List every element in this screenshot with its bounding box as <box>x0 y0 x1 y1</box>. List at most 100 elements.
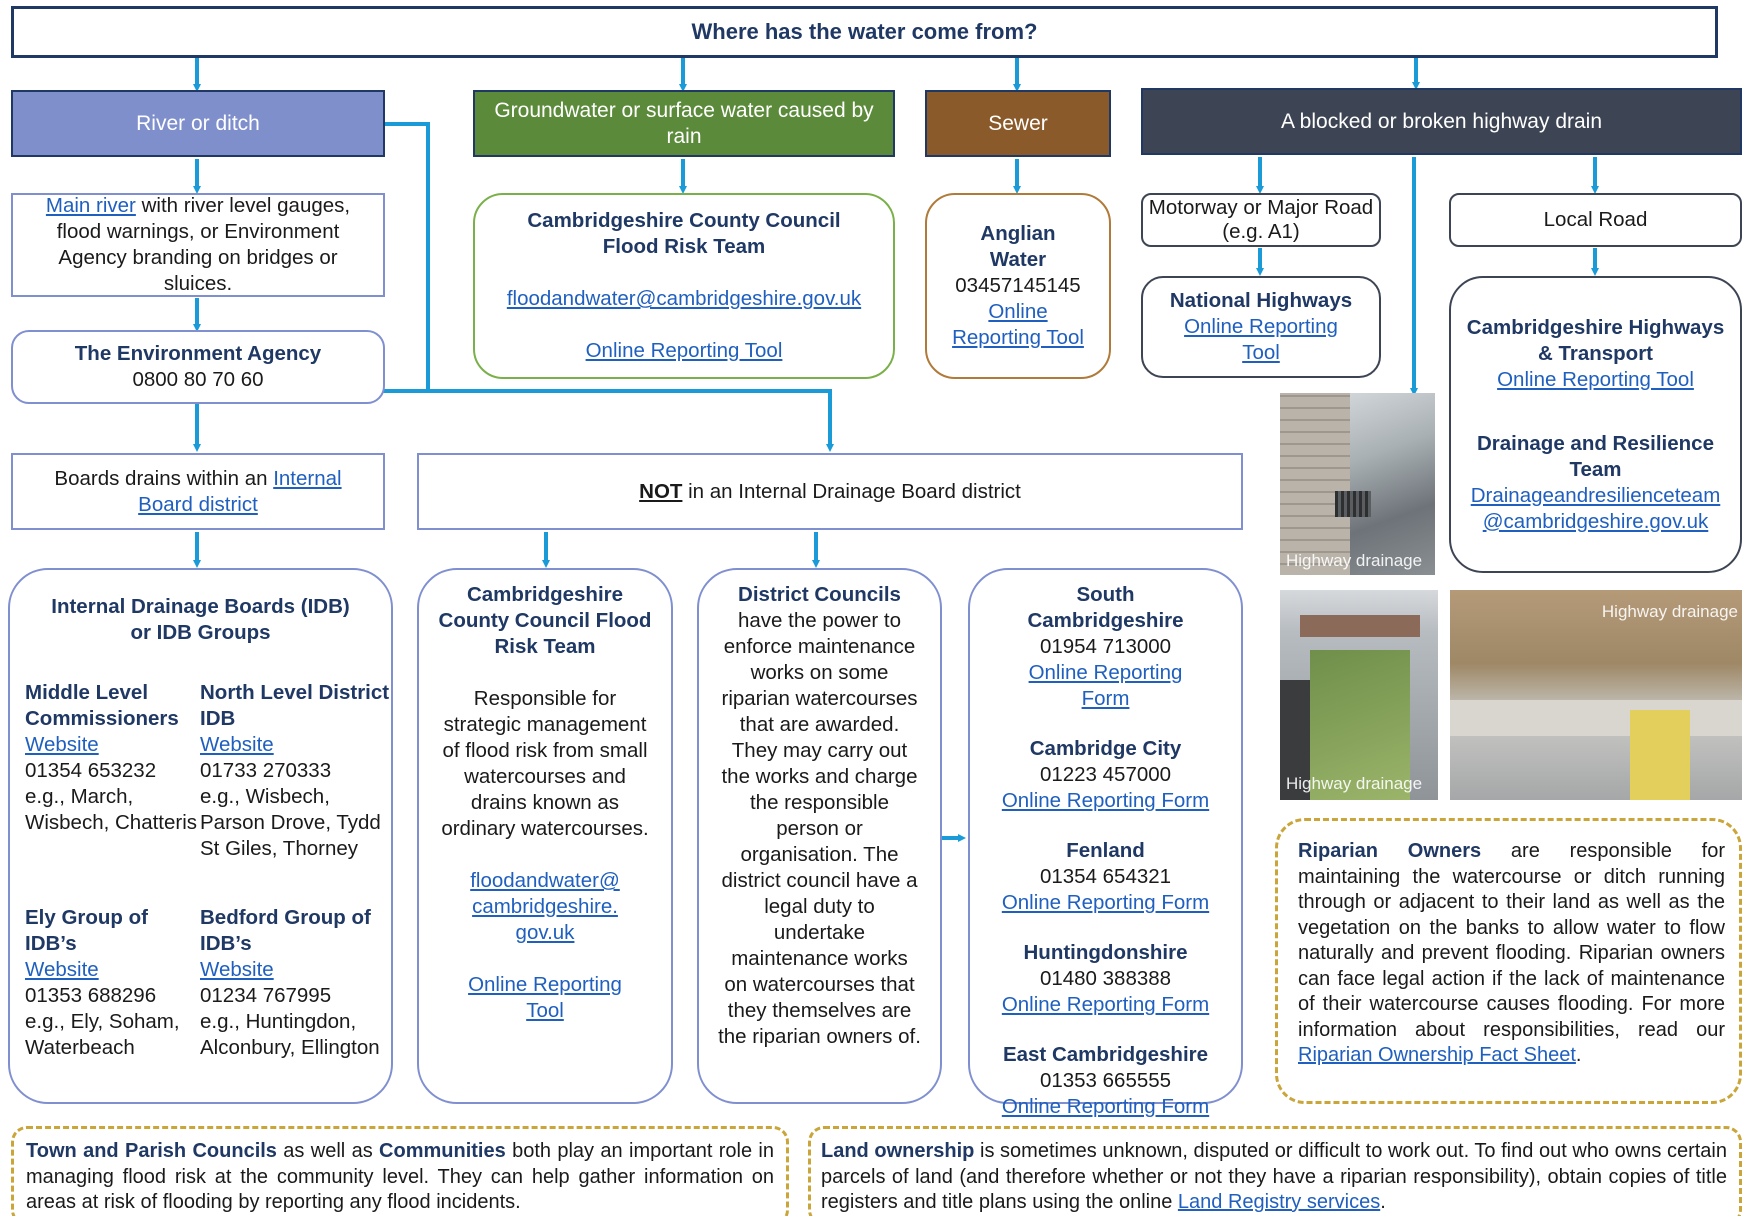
environment-agency-box: The Environment Agency 0800 80 70 60 <box>11 330 385 404</box>
parish-bold-2: Communities <box>379 1140 506 1162</box>
north-level-website-link[interactable]: Website <box>200 733 274 756</box>
ely-group-website-link[interactable]: Website <box>25 958 99 981</box>
anglian-water-tool-link[interactable]: Online Reporting Tool <box>952 300 1084 349</box>
ccc-flood-team-box: Cambridgeshire County Council Flood Risk… <box>473 193 895 379</box>
idb-group-phone: 01353 688296 <box>25 984 157 1007</box>
environment-agency-name: The Environment Agency <box>74 342 322 365</box>
idb-group-areas: e.g., Wisbech, Parson Drove, Tydd St Gil… <box>200 785 381 860</box>
page-title: Where has the water come from? <box>691 19 1038 44</box>
huntingdonshire-form-link[interactable]: Online Reporting Form <box>1001 993 1210 1016</box>
district-fenland: Fenland 01354 654321 Online Reporting Fo… <box>978 838 1233 916</box>
anglian-water-name: Anglian Water <box>980 222 1056 271</box>
idb-group-ely: Ely Group of IDB’s Website 01353 688296 … <box>25 905 185 1061</box>
riparian-owners-note: Riparian Owners are responsible for main… <box>1275 818 1742 1104</box>
land-ownership-note: Land ownership is sometimes unknown, dis… <box>808 1126 1742 1216</box>
category-river-label: River or ditch <box>136 111 260 135</box>
photo-highway-verge: Highway drainage <box>1280 590 1438 800</box>
east-cambridgeshire-form-link[interactable]: Online Reporting Form <box>1001 1095 1210 1118</box>
cambs-highways-box: Cambridgeshire Highways & Transport Onli… <box>1449 276 1742 573</box>
idb-groups-box: Internal Drainage Boards (IDB) or IDB Gr… <box>8 568 393 1104</box>
district-councils-text: have the power to enforce maintenance wo… <box>718 609 921 1048</box>
riparian-end: . <box>1575 1044 1582 1066</box>
environment-agency-phone: 0800 80 70 60 <box>132 368 264 391</box>
district-east-cambridgeshire: East Cambridgeshire 01353 665555 Online … <box>978 1042 1233 1120</box>
category-sewer-label: Sewer <box>988 111 1048 135</box>
riparian-owners-bold: Riparian Owners <box>1298 840 1482 862</box>
ccc-flood-team-tool-link[interactable]: Online Reporting Tool <box>585 339 783 362</box>
fenland-form-link[interactable]: Online Reporting Form <box>1001 891 1210 914</box>
ccc-ordinary-name: Cambridgeshire County Council Flood Risk… <box>438 583 652 658</box>
district-phone: 01353 665555 <box>1039 1069 1172 1092</box>
photo-kerb-drainage: Highway drainage <box>1450 590 1742 800</box>
motorway-box: Motorway or Major Road (e.g. A1) <box>1141 193 1381 247</box>
district-councils-box: District Councils have the power to enfo… <box>697 568 942 1104</box>
main-river-text: with river level gauges, flood warnings,… <box>56 194 351 295</box>
idb-group-phone: 01234 767995 <box>200 984 332 1007</box>
land-registry-link[interactable]: Land Registry services <box>1177 1191 1381 1213</box>
district-name: Cambridge City <box>1029 737 1182 760</box>
idb-group-middle-level: Middle Level Commissioners Website 01354… <box>25 680 200 836</box>
photo-caption-1: Highway drainage <box>1286 551 1423 570</box>
idb-group-name: Bedford Group of IDB’s <box>200 906 371 955</box>
ccc-flood-team-name: Cambridgeshire County Council Flood Risk… <box>527 209 841 258</box>
ccc-ordinary-email-link[interactable]: floodandwater@ cambridgeshire. gov.uk <box>470 869 620 944</box>
not-idb-box: NOT in an Internal Drainage Board distri… <box>417 453 1243 530</box>
districts-box: South Cambridgeshire 01954 713000 Online… <box>968 568 1243 1118</box>
not-idb-text: in an Internal Drainage Board district <box>682 479 1021 503</box>
category-highway: A blocked or broken highway drain <box>1141 88 1742 155</box>
main-river-link[interactable]: Main river <box>45 194 136 217</box>
internal-board-district-link[interactable]: Internal Board district <box>138 466 342 516</box>
district-name: South Cambridgeshire <box>1027 583 1184 632</box>
idb-heading: Internal Drainage Boards (IDB) or IDB Gr… <box>51 595 350 644</box>
not-emphasis: NOT <box>639 479 683 503</box>
cambs-highways-tool-link[interactable]: Online Reporting Tool <box>1497 367 1694 391</box>
cambs-highways-name: Cambridgeshire Highways & Transport <box>1466 315 1725 365</box>
riparian-owners-text: are responsible for maintaining the wate… <box>1298 840 1726 1041</box>
title-box: Where has the water come from? <box>11 6 1718 58</box>
district-name: Fenland <box>1066 839 1145 862</box>
district-name: East Cambridgeshire <box>1002 1043 1209 1066</box>
district-huntingdonshire: Huntingdonshire 01480 388388 Online Repo… <box>978 940 1233 1018</box>
riparian-fact-sheet-link[interactable]: Riparian Ownership Fact Sheet <box>1298 1044 1576 1066</box>
anglian-water-box: Anglian Water 03457145145 Online Reporti… <box>925 193 1111 379</box>
idb-group-phone: 01354 653232 <box>25 759 157 782</box>
ccc-flood-team-email-link[interactable]: floodandwater@cambridgeshire.gov.uk <box>506 287 862 310</box>
ccc-ordinary-tool-link[interactable]: Online Reporting Tool <box>468 973 622 1022</box>
parish-councils-note: Town and Parish Councils as well as Comm… <box>11 1126 789 1216</box>
idb-group-areas: e.g., Huntingdon, Alconbury, Ellington <box>200 1010 380 1059</box>
idb-district-text: Boards drains within an <box>54 466 274 490</box>
district-cambridge-city: Cambridge City 01223 457000 Online Repor… <box>978 736 1233 814</box>
national-highways-box: National Highways Online Reporting Tool <box>1141 276 1381 378</box>
national-highways-tool-link[interactable]: Online Reporting Tool <box>1184 315 1338 364</box>
south-cambridgeshire-form-link[interactable]: Online Reporting Form <box>1028 661 1183 710</box>
district-south-cambridgeshire: South Cambridgeshire 01954 713000 Online… <box>978 582 1233 712</box>
bedford-group-website-link[interactable]: Website <box>200 958 274 981</box>
idb-group-north-level: North Level District IDB Website 01733 2… <box>200 680 390 862</box>
main-river-box: Main river with river level gauges, floo… <box>11 193 385 297</box>
idb-group-areas: e.g., Ely, Soham, Waterbeach <box>25 1010 180 1059</box>
idb-group-name: North Level District IDB <box>200 681 390 730</box>
ccc-ordinary-text: Responsible for strategic management of … <box>441 687 649 840</box>
motorway-label: Motorway or Major Road (e.g. A1) <box>1148 196 1374 243</box>
district-name: Huntingdonshire <box>1023 941 1188 964</box>
middle-level-website-link[interactable]: Website <box>25 733 99 756</box>
drainage-resilience-team-name: Drainage and Resilience Team <box>1477 431 1714 481</box>
parish-mid: as well as <box>276 1140 380 1162</box>
idb-group-bedford: Bedford Group of IDB’s Website 01234 767… <box>200 905 380 1061</box>
land-ownership-text: is sometimes unknown, disputed or diffic… <box>821 1140 1727 1213</box>
category-sewer: Sewer <box>925 90 1111 157</box>
parish-text: both play an important role in managing … <box>26 1140 774 1213</box>
cambridge-city-form-link[interactable]: Online Reporting Form <box>1001 789 1210 812</box>
idb-group-name: Middle Level Commissioners <box>25 681 179 730</box>
district-councils-name: District Councils <box>738 583 901 606</box>
district-phone: 01223 457000 <box>1039 763 1172 786</box>
local-road-box: Local Road <box>1449 193 1742 247</box>
category-river: River or ditch <box>11 90 385 157</box>
drainage-resilience-email-link[interactable]: Drainageandresilienceteam @cambridgeshir… <box>1470 483 1721 533</box>
category-groundwater-label: Groundwater or surface water caused by r… <box>494 98 874 148</box>
land-ownership-bold: Land ownership <box>821 1140 975 1162</box>
category-groundwater: Groundwater or surface water caused by r… <box>473 90 895 157</box>
idb-group-areas: e.g., March, Wisbech, Chatteris <box>25 785 198 834</box>
anglian-water-phone: 03457145145 <box>955 274 1081 297</box>
